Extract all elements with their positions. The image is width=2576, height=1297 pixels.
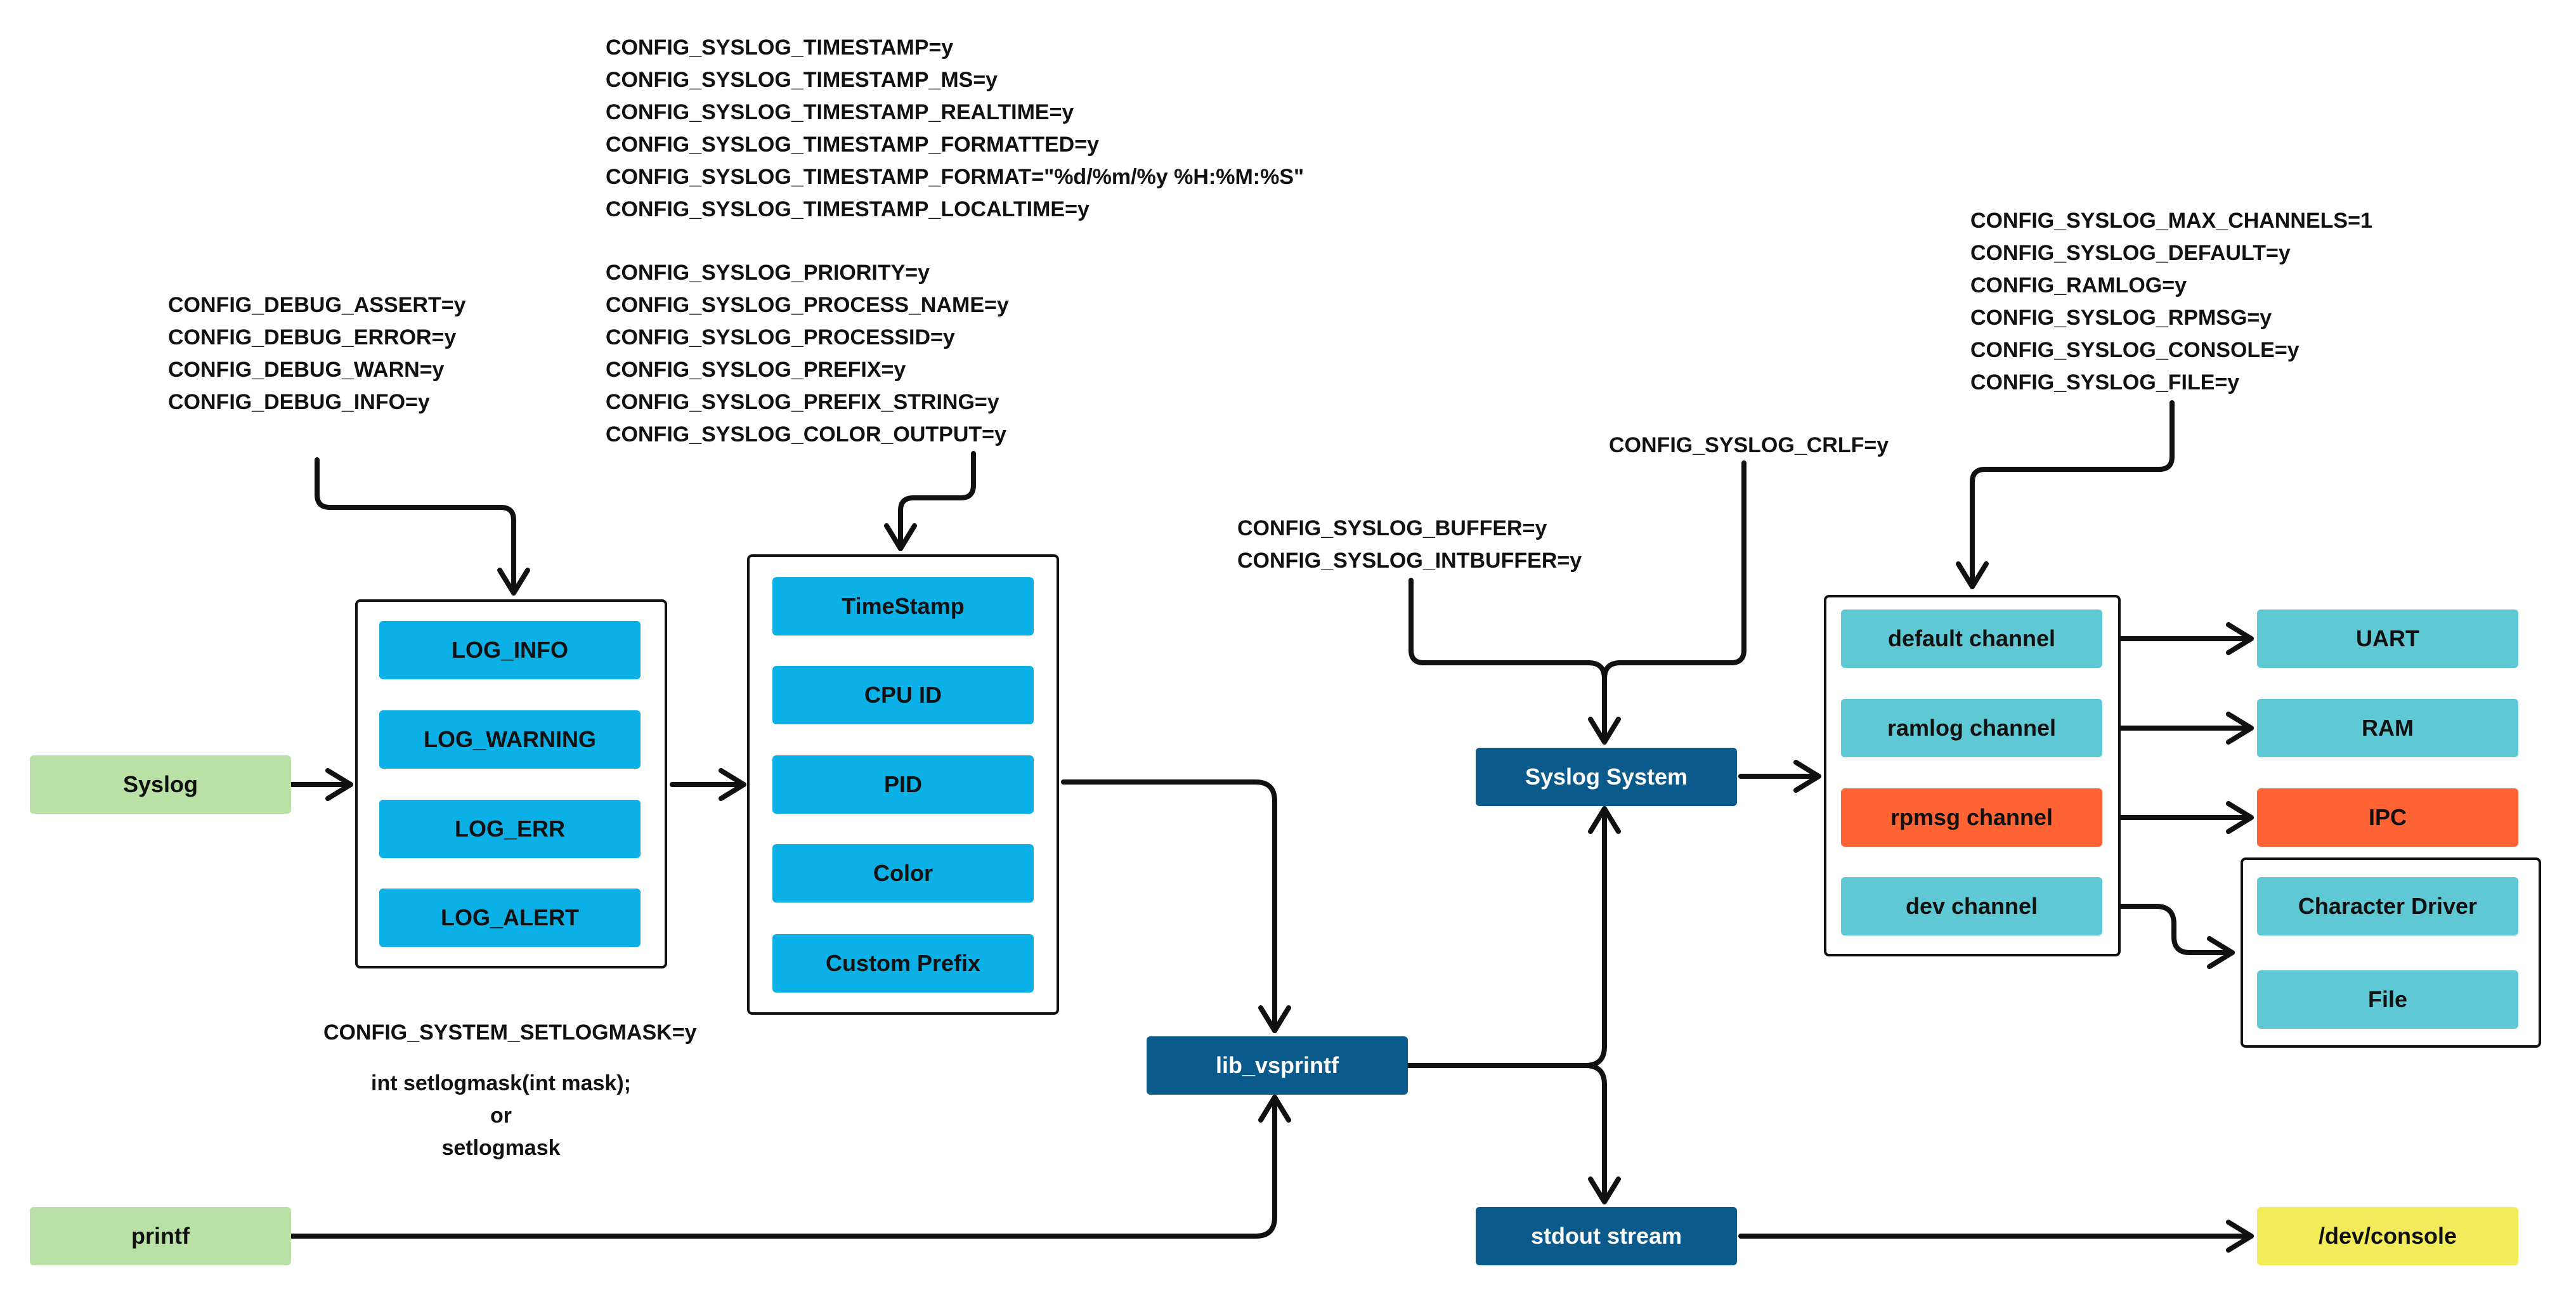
config-line: CONFIG_SYSLOG_TIMESTAMP_FORMATTED=y — [606, 133, 1099, 157]
channel-default[interactable]: default channel — [1841, 609, 2102, 668]
config-line: CONFIG_SYSLOG_FILE=y — [1970, 370, 2240, 394]
connector-crlf-config — [1602, 460, 1747, 681]
config-line: CONFIG_SYSTEM_SETLOGMASK=y — [323, 1020, 697, 1045]
config-line: CONFIG_DEBUG_ASSERT=y — [168, 293, 466, 317]
arrow-debug-config-to-levels — [315, 457, 530, 596]
output-ram[interactable]: RAM — [2257, 699, 2518, 757]
prefix-color[interactable]: Color — [772, 844, 1034, 903]
config-line: CONFIG_DEBUG_ERROR=y — [168, 325, 457, 349]
arrow-buffer-config-to-syslog-system — [1408, 578, 1621, 745]
output-character-driver[interactable]: Character Driver — [2257, 877, 2518, 935]
channel-ramlog[interactable]: ramlog channel — [1841, 699, 2102, 757]
config-line: CONFIG_SYSLOG_PROCESS_NAME=y — [606, 293, 1009, 317]
stdout-stream-node[interactable]: stdout stream — [1476, 1207, 1737, 1265]
arrow-printf-to-lib-vsprintf — [289, 1095, 1291, 1239]
config-line: CONFIG_SYSLOG_PROCESSID=y — [606, 325, 955, 349]
debug-config-list: CONFIG_DEBUG_ASSERT=y CONFIG_DEBUG_ERROR… — [168, 289, 466, 419]
setlogmask-api: int setlogmask(int mask); or setlogmask — [342, 1067, 660, 1164]
config-line: CONFIG_SYSLOG_TIMESTAMP_FORMAT="%d/%m/%y… — [606, 165, 1304, 189]
config-line: CONFIG_DEBUG_WARN=y — [168, 358, 445, 382]
config-line: CONFIG_SYSLOG_INTBUFFER=y — [1237, 549, 1582, 573]
config-gap — [606, 226, 1304, 257]
channel-config-list: CONFIG_SYSLOG_MAX_CHANNELS=1 CONFIG_SYSL… — [1970, 205, 2372, 399]
prefix-pid[interactable]: PID — [772, 755, 1034, 814]
config-line: CONFIG_SYSLOG_PRIORITY=y — [606, 261, 930, 285]
config-line: CONFIG_SYSLOG_CONSOLE=y — [1970, 338, 2300, 362]
output-uart[interactable]: UART — [2257, 609, 2518, 668]
channel-dev[interactable]: dev channel — [1841, 877, 2102, 935]
syslog-system-node[interactable]: Syslog System — [1476, 748, 1737, 806]
config-line: CONFIG_SYSLOG_TIMESTAMP_REALTIME=y — [606, 100, 1074, 124]
log-level-warning[interactable]: LOG_WARNING — [379, 710, 641, 769]
log-level-err[interactable]: LOG_ERR — [379, 800, 641, 858]
output-dev-console[interactable]: /dev/console — [2257, 1207, 2518, 1265]
config-line: CONFIG_SYSLOG_BUFFER=y — [1237, 516, 1547, 540]
lib-vsprintf-node[interactable]: lib_vsprintf — [1147, 1036, 1408, 1095]
prefix-config-list: CONFIG_SYSLOG_TIMESTAMP=y CONFIG_SYSLOG_… — [606, 32, 1304, 451]
config-line: CONFIG_SYSLOG_TIMESTAMP=y — [606, 36, 954, 60]
config-line: CONFIG_SYSLOG_RPMSG=y — [1970, 306, 2272, 330]
prefix-custom[interactable]: Custom Prefix — [772, 934, 1034, 993]
log-level-info[interactable]: LOG_INFO — [379, 621, 641, 679]
syslog-input-node[interactable]: Syslog — [30, 755, 291, 814]
config-line: CONFIG_SYSLOG_TIMESTAMP_MS=y — [606, 68, 998, 92]
buffer-config-list: CONFIG_SYSLOG_BUFFER=y CONFIG_SYSLOG_INT… — [1237, 512, 1582, 577]
config-line: CONFIG_SYSLOG_PREFIX_STRING=y — [606, 390, 999, 414]
config-line: CONFIG_RAMLOG=y — [1970, 273, 2187, 297]
config-line: CONFIG_DEBUG_INFO=y — [168, 390, 430, 414]
crlf-config: CONFIG_SYSLOG_CRLF=y — [1609, 429, 1889, 462]
setlogmask-line: setlogmask — [441, 1136, 561, 1160]
config-line: CONFIG_SYSLOG_PREFIX=y — [606, 358, 906, 382]
setlogmask-line: int setlogmask(int mask); — [371, 1071, 631, 1095]
config-line: CONFIG_SYSLOG_TIMESTAMP_LOCALTIME=y — [606, 197, 1090, 221]
arrow-channel-config-to-channels — [1956, 400, 2175, 589]
setlogmask-line: or — [490, 1104, 512, 1128]
arrow-prefix-to-lib-vsprintf — [1061, 779, 1291, 1033]
arrow-lib-vsprintf-to-stdout — [1583, 1063, 1621, 1204]
config-line: CONFIG_SYSLOG_MAX_CHANNELS=1 — [1970, 209, 2372, 233]
log-level-alert[interactable]: LOG_ALERT — [379, 889, 641, 947]
arrow-dev-to-targets — [2103, 904, 2235, 969]
setlogmask-config: CONFIG_SYSTEM_SETLOGMASK=y — [323, 1017, 697, 1049]
printf-input-node[interactable]: printf — [30, 1207, 291, 1265]
prefix-timestamp[interactable]: TimeStamp — [772, 577, 1034, 635]
config-line: CONFIG_SYSLOG_COLOR_OUTPUT=y — [606, 422, 1006, 446]
arrow-lib-vsprintf-to-syslog-system — [1405, 806, 1621, 1068]
output-file[interactable]: File — [2257, 970, 2518, 1029]
config-line: CONFIG_SYSLOG_CRLF=y — [1609, 433, 1889, 457]
arrow-prefix-config-to-prefix — [884, 451, 976, 551]
channel-rpmsg[interactable]: rpmsg channel — [1841, 788, 2102, 847]
output-ipc[interactable]: IPC — [2257, 788, 2518, 847]
config-line: CONFIG_SYSLOG_DEFAULT=y — [1970, 241, 2291, 265]
prefix-cpu-id[interactable]: CPU ID — [772, 666, 1034, 724]
